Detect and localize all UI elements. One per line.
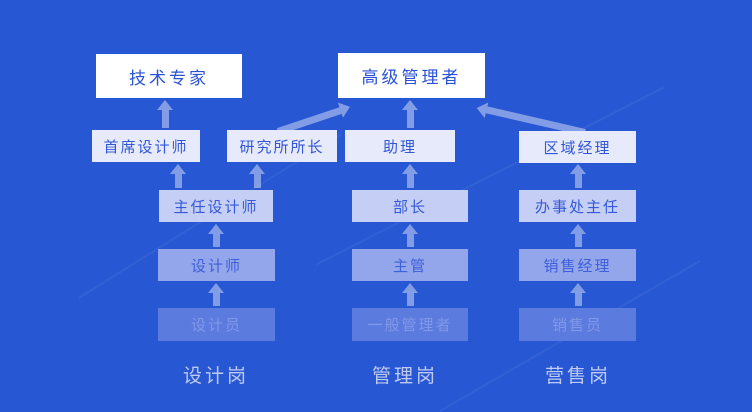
arrow-up-icon [569,283,586,306]
node-institute-director: 研究所所长 [227,130,337,162]
arrow-up-icon [569,224,586,247]
node-assistant: 助理 [345,130,455,162]
arrow-up-icon [401,100,418,128]
arrow-up-icon [248,164,265,188]
node-office-director: 办事处主任 [519,190,636,222]
column-label-design: 设计岗 [182,365,249,387]
arrow-up-icon [569,164,586,188]
node-tech-expert: 技术专家 [96,54,242,98]
node-chief-designer: 首席设计师 [92,130,200,162]
arrow-up-icon [401,224,418,247]
column-label-sales: 营售岗 [544,365,611,387]
arrow-up-icon [156,100,173,128]
node-salesperson: 销售员 [519,308,636,341]
node-draftsman: 设计员 [158,308,275,341]
node-minister: 部长 [352,190,468,222]
node-supervisor: 主管 [352,249,468,281]
node-director-designer: 主任设计师 [159,190,273,222]
arrow-up-icon [169,164,186,188]
arrow-up-icon [401,164,418,188]
node-sales-manager: 销售经理 [519,249,636,281]
node-regional-manager: 区域经理 [519,131,636,163]
column-label-management: 管理岗 [371,365,438,387]
node-general-manager: 一般管理者 [352,308,468,341]
arrow-up-icon [207,283,224,306]
arrow-up-icon [207,224,224,247]
arrow-up-icon [401,283,418,306]
node-senior-manager: 高级管理者 [338,53,485,98]
node-designer: 设计师 [158,249,275,281]
